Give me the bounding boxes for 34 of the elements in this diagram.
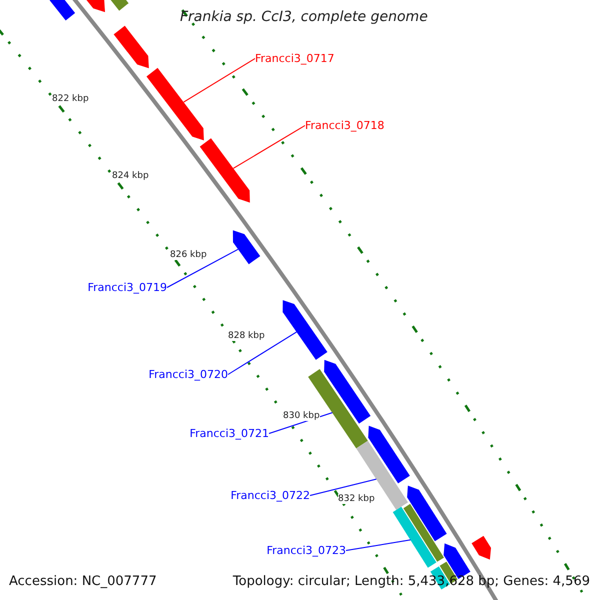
- gene-label: Francci3_0717: [255, 52, 334, 65]
- gene-block: [472, 536, 491, 560]
- gene-block: [232, 230, 260, 264]
- gene-label: Francci3_0719: [88, 281, 167, 294]
- leader-line: [166, 248, 239, 288]
- accession-text: Accession: NC_007777: [9, 574, 157, 589]
- gene-block: [114, 26, 149, 68]
- gene-bar: [392, 506, 436, 568]
- scale-label: 824 kbp: [112, 171, 149, 181]
- scale-label: 822 kbp: [52, 94, 89, 104]
- leader-line: [228, 331, 298, 375]
- scale-label: 828 kbp: [228, 331, 265, 341]
- gene-label: Francci3_0723: [266, 544, 346, 557]
- gene-block: [368, 426, 410, 484]
- gene-label: Francci3_0721: [190, 427, 269, 440]
- gene-bar: [356, 440, 408, 510]
- diagram-title: Frankia sp. CcI3, complete genome: [180, 9, 428, 25]
- gene-block: [282, 300, 328, 360]
- leader-line: [310, 478, 377, 496]
- leader-line: [183, 58, 256, 103]
- gene-label: Francci3_0718: [305, 119, 384, 132]
- gene-block: [48, 0, 76, 20]
- scale-label: 830 kbp: [283, 411, 320, 421]
- leader-line: [232, 125, 306, 169]
- gene-block: [324, 360, 371, 424]
- gene-label: Francci3_0720: [148, 368, 228, 381]
- leader-line: [346, 539, 411, 551]
- gene-block: [407, 486, 447, 542]
- gene-bar: [403, 504, 444, 562]
- scale-label: 826 kbp: [170, 250, 207, 260]
- scale-label: 832 kbp: [338, 494, 375, 504]
- gene-block: [146, 68, 204, 140]
- gene-label: Francci3_0722: [230, 489, 310, 502]
- gene-block: [200, 138, 250, 203]
